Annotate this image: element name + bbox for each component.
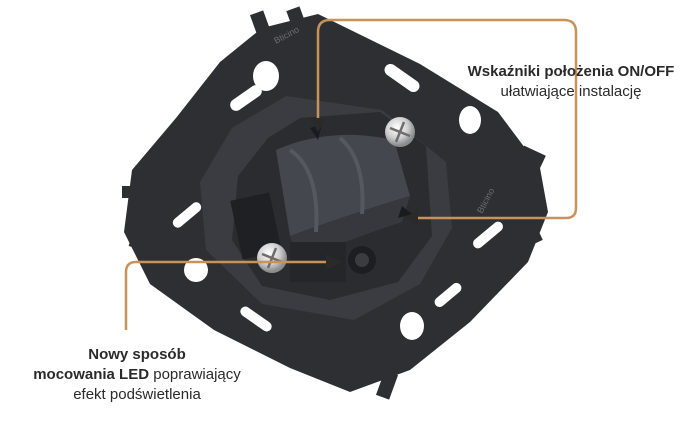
arrowhead-top-right: [404, 210, 418, 226]
arrowhead-bottom: [326, 254, 342, 270]
callout-top-text: ułatwiające instalację: [500, 83, 642, 100]
callout-bottom-text-line3: efekt podświetlenia: [73, 386, 201, 403]
callout-top-title: Wskaźniki położenia ON/OFF: [467, 63, 675, 80]
callout-onoff-indicators: Wskaźniki położenia ON/OFF ułatwiające i…: [448, 62, 694, 102]
callout-line-bottom: [124, 260, 330, 330]
switch-mechanism-body: [230, 112, 432, 300]
callout-line-top: [316, 18, 578, 220]
callout-led-mounting: Nowy sposób mocowania LED poprawiający e…: [8, 345, 266, 405]
arrowhead-top-left: [310, 118, 326, 132]
terminal-screw-bottom: [257, 243, 287, 273]
terminal-screw-top: [385, 117, 415, 147]
callout-bottom-title-line1: Nowy sposób: [88, 346, 186, 363]
callout-bottom-text-line2: poprawiający: [149, 366, 241, 383]
callout-bottom-title-line2: mocowania LED: [33, 366, 150, 383]
